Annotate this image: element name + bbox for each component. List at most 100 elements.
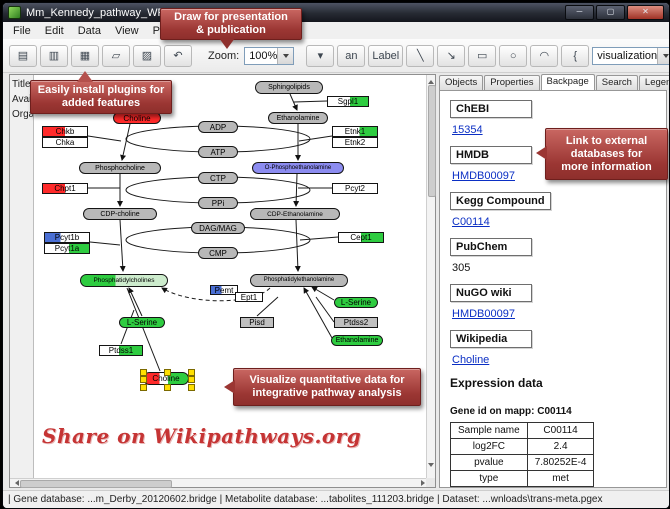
callout-pointer-icon bbox=[219, 38, 235, 49]
line-tool[interactable]: ╲ bbox=[406, 44, 435, 67]
pathway-node-choline-33[interactable]: Choline bbox=[140, 368, 195, 391]
pathway-node-cdp-choline-16[interactable]: CDP-choline bbox=[83, 208, 157, 220]
paste-button[interactable]: ▨ bbox=[133, 44, 161, 67]
horizontal-scroll-thumb[interactable] bbox=[20, 480, 172, 488]
save-button[interactable]: ▦ bbox=[71, 44, 99, 67]
app-icon bbox=[8, 6, 21, 19]
pathway-node-cdp-ethanolamine-17[interactable]: CDP-Ethanolamine bbox=[250, 208, 340, 220]
vertical-scroll-thumb[interactable] bbox=[428, 85, 436, 197]
selection-handle[interactable] bbox=[140, 368, 147, 376]
menu-edit[interactable]: Edit bbox=[44, 24, 64, 37]
pathway-node-chpt1-13[interactable]: Chpt1 bbox=[42, 182, 88, 194]
table-cell: 2.4 bbox=[526, 438, 595, 455]
pathway-node-atp-9[interactable]: ATP bbox=[198, 146, 238, 158]
backpage-value-chebi[interactable]: 15354 bbox=[452, 124, 483, 136]
backpage-value-nugo-wiki[interactable]: HMDB00097 bbox=[452, 308, 515, 320]
minimize-button[interactable]: ─ bbox=[565, 5, 594, 20]
pathway-node-etnk1-7[interactable]: Etnk1 bbox=[332, 125, 378, 137]
selection-handle[interactable] bbox=[188, 383, 195, 391]
pathway-node-ptdss2-31[interactable]: Ptdss2 bbox=[334, 316, 378, 328]
table-cell: type bbox=[450, 470, 528, 487]
pathway-node-ptdss1-29[interactable]: Ptdss1 bbox=[99, 344, 143, 356]
selection-handle[interactable] bbox=[140, 376, 147, 383]
pathway-node-ethanolamine-4[interactable]: Ethanolamine bbox=[268, 112, 328, 124]
pathway-node-sgpl1-1[interactable]: Sgpl1 bbox=[327, 95, 369, 107]
pathway-node-sphingolipids-0[interactable]: Sphingolipids bbox=[255, 80, 323, 94]
open-button[interactable]: ▥ bbox=[40, 44, 68, 67]
tab-backpage[interactable]: Backpage bbox=[540, 74, 595, 90]
copy-button[interactable]: ▱ bbox=[102, 44, 130, 67]
horizontal-scrollbar[interactable] bbox=[10, 478, 428, 488]
datanode-tool[interactable]: an bbox=[337, 44, 366, 67]
tab-objects[interactable]: Objects bbox=[439, 75, 484, 90]
backpage-value-hmdb[interactable]: HMDB00097 bbox=[452, 170, 515, 182]
close-button[interactable]: ✕ bbox=[627, 5, 664, 20]
oval-tool[interactable]: ○ bbox=[499, 44, 528, 67]
pathway-node-pcyt2-14[interactable]: Pcyt2 bbox=[332, 182, 378, 194]
pathway-canvas[interactable]: Title:AvailaOrgan SphingolipidsSgpl1Chol… bbox=[10, 75, 427, 478]
pathway-node-ethanolamine-32[interactable]: Ethanolamine bbox=[331, 334, 383, 346]
pathway-node-l-serine-30[interactable]: L-Serine bbox=[334, 296, 378, 308]
pathway-meta-label: Availa bbox=[12, 94, 33, 105]
gene-id-line: Gene id on mapp: C00114 bbox=[450, 406, 572, 417]
selection-handle[interactable] bbox=[164, 383, 171, 391]
backpage-header-hmdb: HMDB bbox=[450, 146, 532, 164]
pathway-node-dag-mag-18[interactable]: DAG/MAG bbox=[191, 222, 245, 234]
pathway-node-phosphatidylethanolamine-24[interactable]: Phosphatidylethanolamine bbox=[250, 273, 348, 287]
selection-handle[interactable] bbox=[188, 376, 195, 383]
chevron-down-icon[interactable] bbox=[657, 47, 669, 64]
maximize-button[interactable]: ▢ bbox=[596, 5, 625, 20]
selection-handle[interactable] bbox=[164, 368, 171, 376]
table-cell: pvalue bbox=[450, 454, 528, 471]
selection-handle[interactable] bbox=[140, 383, 147, 391]
rect-tool[interactable]: ▭ bbox=[468, 44, 497, 67]
visualization-select[interactable]: visualization bbox=[592, 46, 669, 65]
pathway-node-pcyt1a-20[interactable]: Pcyt1a bbox=[44, 242, 90, 254]
pathway-node-chkb-5[interactable]: Chkb bbox=[42, 125, 88, 137]
pathway-node-etnk2-8[interactable]: Etnk2 bbox=[332, 136, 378, 148]
vertical-scrollbar[interactable] bbox=[426, 75, 436, 478]
undo-button[interactable]: ↶ bbox=[164, 44, 192, 67]
pathway-node-pemt-25[interactable]: Pemt bbox=[210, 285, 238, 295]
select-tool[interactable]: ▾ bbox=[306, 44, 335, 67]
tab-search[interactable]: Search bbox=[595, 75, 638, 90]
pathway-node-cept1-21[interactable]: Cept1 bbox=[338, 231, 384, 243]
label-tool[interactable]: Label bbox=[368, 44, 404, 67]
pathway-node-choline-2[interactable]: Choline bbox=[113, 112, 161, 124]
arc-tool[interactable]: ◠ bbox=[530, 44, 559, 67]
pathway-node-pcyt1b-19[interactable]: Pcyt1b bbox=[44, 231, 90, 243]
pathway-node-chka-6[interactable]: Chka bbox=[42, 136, 88, 148]
menu-file[interactable]: File bbox=[13, 24, 31, 37]
chevron-down-icon[interactable] bbox=[277, 47, 294, 64]
new-file-button[interactable]: ▤ bbox=[9, 44, 37, 67]
backpage-value-wikipedia[interactable]: Choline bbox=[452, 354, 490, 366]
scroll-left-icon[interactable] bbox=[12, 480, 19, 486]
expression-data-title: Expression data bbox=[450, 376, 543, 390]
pathway-node-phosphocholine-10[interactable]: Phosphocholine bbox=[79, 162, 161, 174]
pathway-node-phosphatidylcholines-23[interactable]: Phosphatidylcholines bbox=[80, 273, 168, 287]
tab-legend[interactable]: Legend bbox=[638, 75, 669, 90]
brace-tool[interactable]: { bbox=[561, 44, 590, 67]
pathway-node-adp-3[interactable]: ADP bbox=[198, 121, 238, 133]
menu-view[interactable]: View bbox=[114, 24, 139, 37]
pathway-node-ctp-12[interactable]: CTP bbox=[198, 172, 238, 184]
menu-data[interactable]: Data bbox=[77, 24, 101, 37]
selection-handle[interactable] bbox=[188, 368, 195, 376]
zoom-value: 100% bbox=[249, 49, 278, 62]
visualization-value: visualization bbox=[597, 49, 658, 62]
tab-properties[interactable]: Properties bbox=[484, 75, 540, 90]
backpage-value-kegg-compound[interactable]: C00114 bbox=[452, 216, 490, 228]
scroll-right-icon[interactable] bbox=[421, 480, 428, 486]
zoom-select[interactable]: 100% bbox=[244, 46, 295, 65]
pathway-node-ppi-15[interactable]: PPi bbox=[198, 197, 238, 209]
pathway-node-o-phosphoethanolamine-11[interactable]: O-Phosphoethanolamine bbox=[252, 162, 344, 174]
pathway-node-ept1-26[interactable]: Ept1 bbox=[235, 292, 263, 302]
pathway-node-pisd-27[interactable]: Pisd bbox=[240, 316, 274, 328]
pathway-node-l-serine-28[interactable]: L-Serine bbox=[119, 316, 165, 328]
scroll-up-icon[interactable] bbox=[428, 77, 434, 84]
arrow-tool[interactable]: ↘ bbox=[437, 44, 466, 67]
scroll-down-icon[interactable] bbox=[428, 463, 434, 470]
pathway-node-cmp-22[interactable]: CMP bbox=[198, 247, 238, 259]
